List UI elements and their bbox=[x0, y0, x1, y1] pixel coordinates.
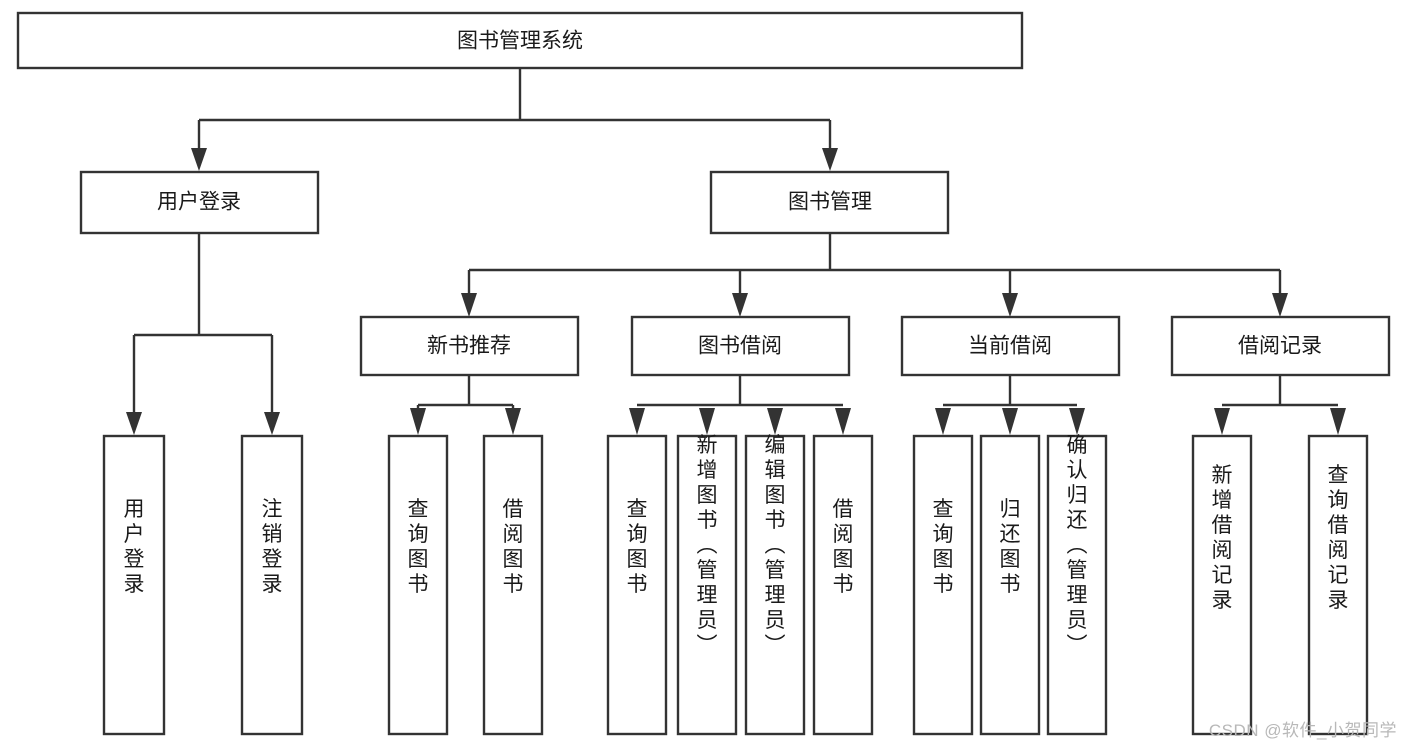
arrowhead-bb-l4 bbox=[835, 408, 851, 435]
node-book-borrow[interactable]: 图书借阅 bbox=[630, 315, 851, 377]
leaf-nbr-query-book-label: 查询图书 bbox=[408, 498, 429, 596]
arrowhead-cb-l1 bbox=[935, 408, 951, 435]
leaf-cb-confirm-return-box[interactable] bbox=[1046, 434, 1108, 736]
arrowhead-book-borrow bbox=[732, 293, 748, 317]
leaf-cb-confirm-return[interactable]: 确认归还︵管理员︶ bbox=[1046, 434, 1108, 736]
leaf-logout-label: 注销登录 bbox=[262, 498, 283, 596]
node-borrow-record-box[interactable] bbox=[1170, 315, 1391, 377]
node-user-login-box[interactable] bbox=[79, 170, 320, 235]
leaf-br-query-record-label: 查询借阅记录 bbox=[1328, 464, 1349, 612]
arrowhead-book-mgmt bbox=[822, 148, 838, 171]
arrowhead-nbr-l1 bbox=[410, 408, 426, 435]
node-root[interactable]: 图书管理系统 bbox=[16, 11, 1024, 70]
node-borrow-record-label: 借阅记录 bbox=[1238, 335, 1322, 358]
leaf-bb-query-book[interactable]: 查询图书 bbox=[606, 434, 668, 736]
node-borrow-record[interactable]: 借阅记录 bbox=[1170, 315, 1391, 377]
arrowhead-bb-l3 bbox=[767, 408, 783, 435]
leaf-cb-return-book[interactable]: 归还图书 bbox=[979, 434, 1041, 736]
leaf-bb-add-book-box[interactable] bbox=[676, 434, 738, 736]
leaf-cb-query-book-label: 查询图书 bbox=[933, 498, 954, 596]
leaf-cb-return-book-label: 归还图书 bbox=[1000, 498, 1021, 596]
node-book-management-box[interactable] bbox=[709, 170, 950, 235]
leaf-nbr-borrow-book-box[interactable] bbox=[482, 434, 544, 736]
node-new-book-recommend-box[interactable] bbox=[359, 315, 580, 377]
node-new-book-recommend-label: 新书推荐 bbox=[427, 335, 511, 358]
arrowhead-bb-l1 bbox=[629, 408, 645, 435]
leaf-bb-query-book-box[interactable] bbox=[606, 434, 668, 736]
arrowhead-current-borrow bbox=[1002, 293, 1018, 317]
leaf-cb-query-book[interactable]: 查询图书 bbox=[912, 434, 974, 736]
arrowhead-bb-l2 bbox=[699, 408, 715, 435]
arrowhead-new-book bbox=[461, 293, 477, 317]
leaf-bb-edit-book-box[interactable] bbox=[744, 434, 806, 736]
leaf-bb-edit-book-label: 编辑图书︵管理员︶ bbox=[765, 434, 786, 657]
node-book-borrow-box[interactable] bbox=[630, 315, 851, 377]
leaf-nbr-query-book-box[interactable] bbox=[387, 434, 449, 736]
arrowhead-user-login bbox=[191, 148, 207, 171]
leaf-br-add-record-label: 新增借阅记录 bbox=[1212, 464, 1233, 612]
leaf-logout[interactable]: 注销登录 bbox=[240, 434, 304, 736]
leaf-br-add-record-box[interactable] bbox=[1191, 434, 1253, 736]
leaf-bb-borrow-book-box[interactable] bbox=[812, 434, 874, 736]
arrowhead-borrow-record bbox=[1272, 293, 1288, 317]
leaf-br-query-record-box[interactable] bbox=[1307, 434, 1369, 736]
leaf-bb-borrow-book[interactable]: 借阅图书 bbox=[812, 434, 874, 736]
node-current-borrow-box[interactable] bbox=[900, 315, 1121, 377]
node-root-box[interactable] bbox=[16, 11, 1024, 70]
leaf-user-login[interactable]: 用户登录 bbox=[102, 434, 166, 736]
node-current-borrow[interactable]: 当前借阅 bbox=[900, 315, 1121, 377]
connector-layer bbox=[126, 68, 1346, 435]
leaf-bb-add-book[interactable]: 新增图书︵管理员︶ bbox=[676, 434, 738, 736]
leaf-logout-box[interactable] bbox=[240, 434, 304, 736]
leaf-nbr-borrow-book[interactable]: 借阅图书 bbox=[482, 434, 544, 736]
leaf-user-login-label: 用户登录 bbox=[124, 498, 145, 596]
leaf-bb-edit-book[interactable]: 编辑图书︵管理员︶ bbox=[744, 434, 806, 736]
leaf-bb-add-book-label: 新增图书︵管理员︶ bbox=[697, 434, 718, 657]
node-book-management[interactable]: 图书管理 bbox=[709, 170, 950, 235]
arrowhead-leaf-user-login bbox=[126, 412, 142, 435]
node-root-label: 图书管理系统 bbox=[457, 30, 583, 53]
leaf-bb-query-book-label: 查询图书 bbox=[627, 498, 648, 596]
arrowhead-br-l2 bbox=[1330, 408, 1346, 435]
leaf-cb-return-book-box[interactable] bbox=[979, 434, 1041, 736]
leaf-br-add-record[interactable]: 新增借阅记录 bbox=[1191, 434, 1253, 736]
node-book-borrow-label: 图书借阅 bbox=[698, 335, 782, 358]
leaf-user-login-box[interactable] bbox=[102, 434, 166, 736]
node-user-login[interactable]: 用户登录 bbox=[79, 170, 320, 235]
leaf-nbr-borrow-book-label: 借阅图书 bbox=[503, 498, 524, 596]
arrowhead-nbr-l2 bbox=[505, 408, 521, 435]
leaf-br-query-record[interactable]: 查询借阅记录 bbox=[1307, 434, 1369, 736]
csdn-watermark: CSDN @软件_小贺同学 bbox=[1208, 721, 1397, 740]
node-new-book-recommend[interactable]: 新书推荐 bbox=[359, 315, 580, 377]
arrowhead-cb-l3 bbox=[1069, 408, 1085, 435]
node-user-login-label: 用户登录 bbox=[157, 191, 241, 214]
node-book-management-label: 图书管理 bbox=[788, 191, 872, 214]
leaf-cb-query-book-box[interactable] bbox=[912, 434, 974, 736]
arrowhead-br-l1 bbox=[1214, 408, 1230, 435]
arrowhead-cb-l2 bbox=[1002, 408, 1018, 435]
leaf-bb-borrow-book-label: 借阅图书 bbox=[833, 498, 854, 596]
leaf-nbr-query-book[interactable]: 查询图书 bbox=[387, 434, 449, 736]
arrowhead-leaf-logout bbox=[264, 412, 280, 435]
node-current-borrow-label: 当前借阅 bbox=[968, 335, 1052, 358]
leaf-cb-confirm-return-label: 确认归还︵管理员︶ bbox=[1067, 434, 1088, 657]
